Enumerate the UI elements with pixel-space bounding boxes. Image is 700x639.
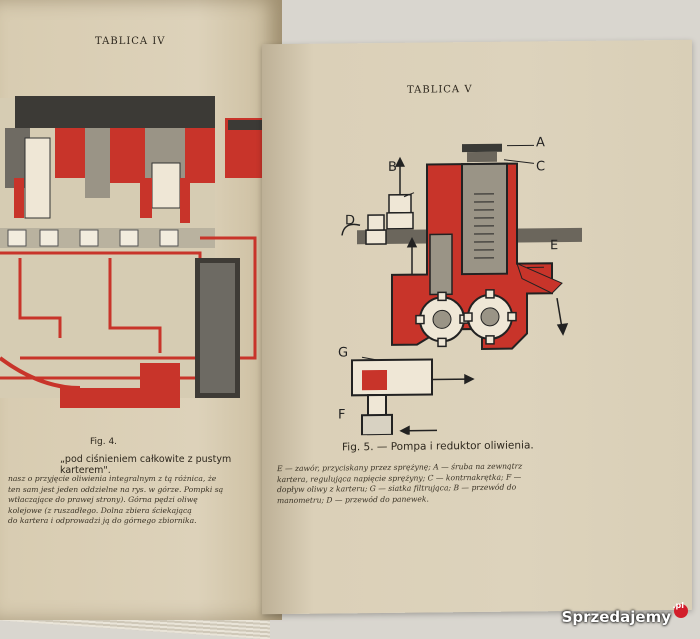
left-page-heading: TABLICA IV <box>95 36 166 47</box>
engine-diagram <box>0 88 282 418</box>
watermark-suffix: .pl <box>672 601 684 610</box>
label-c: C <box>536 159 545 174</box>
left-page: TABLICA IV <box>0 0 282 620</box>
pump-diagram <box>322 132 652 435</box>
label-f: F <box>338 407 345 422</box>
fig4-text-line: ten sam jest jeden oddzielne na rys. w g… <box>8 485 248 496</box>
fig4-text-line: do kartera i odprowadzi ją do górnego zb… <box>8 516 248 527</box>
watermark-logo: Sprzedajemy.pl <box>562 608 688 626</box>
label-a: A <box>536 135 545 150</box>
right-page-heading: TABLICA V <box>407 84 473 96</box>
label-e: E <box>550 238 558 253</box>
fig5-legend: E — zawór, przyciskany przez sprężynę; A… <box>277 460 667 506</box>
label-b: B <box>388 160 397 175</box>
fig4-label: Fig. 4. <box>90 437 117 447</box>
fig4-text-line: kolejowe (z ruszadłego. Dolna zbiera ści… <box>8 506 248 517</box>
watermark-text: Sprzedajemy <box>562 608 671 626</box>
right-page: TABLICA V <box>262 40 692 615</box>
fig4-text-line: nasz o przyjęcie oliwienia integralnym z… <box>8 474 248 485</box>
watermark-badge-icon: .pl <box>674 604 688 618</box>
fig4-caption: „pod ciśnieniem całkowite z pustym karte… <box>60 454 282 476</box>
fig4-text-line: wtłaczające do prawej strony). Górna pęd… <box>8 495 248 506</box>
fig4-text: nasz o przyjęcie oliwienia integralnym z… <box>8 474 248 527</box>
label-d: D <box>345 213 355 228</box>
fig5-caption: Fig. 5. — Pompa i reduktor oliwienia. <box>342 439 534 453</box>
label-g: G <box>338 345 348 360</box>
